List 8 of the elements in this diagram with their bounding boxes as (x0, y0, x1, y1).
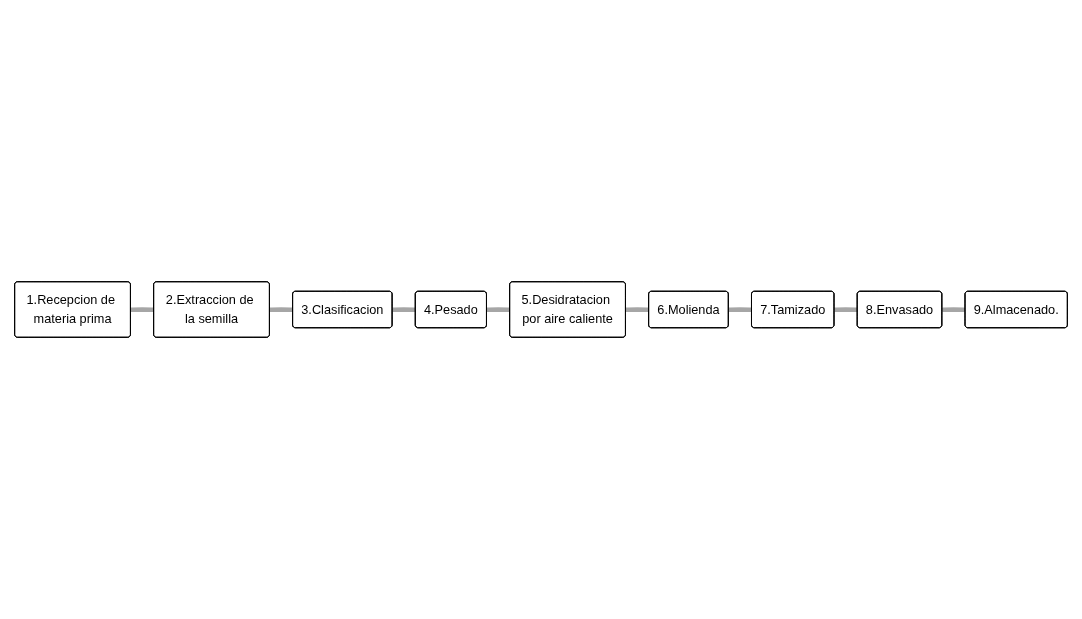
connector (391, 307, 416, 313)
connector (130, 307, 155, 313)
connector (625, 307, 650, 313)
connector (486, 307, 511, 313)
connector (833, 307, 858, 313)
connector (941, 307, 966, 313)
connector (728, 307, 753, 313)
connector (269, 307, 294, 313)
